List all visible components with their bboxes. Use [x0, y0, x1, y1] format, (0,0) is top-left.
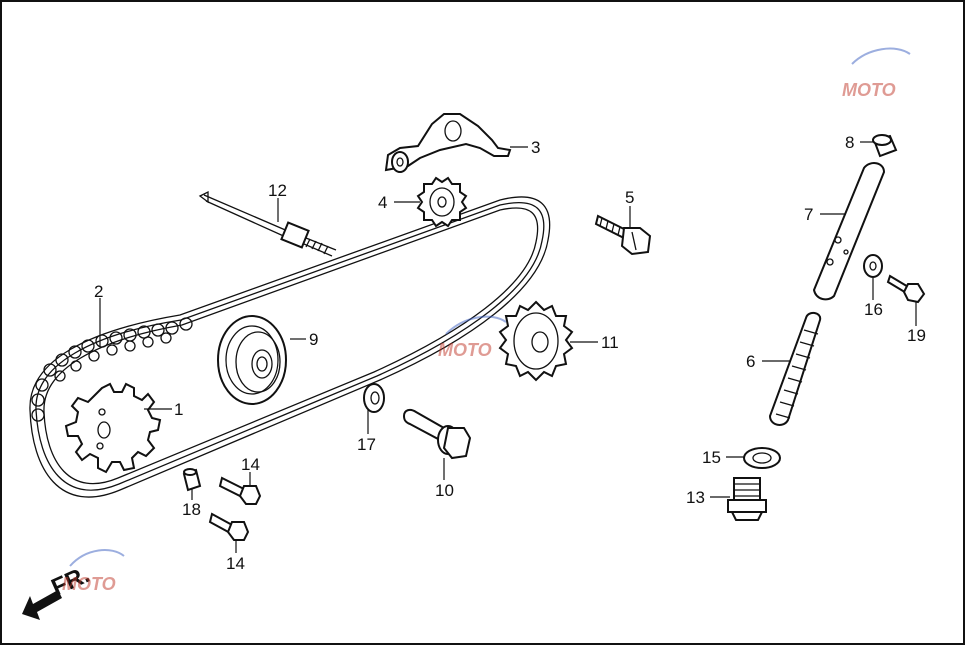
watermark-text: MOTO	[842, 80, 896, 100]
callout-labels: 1 2 3 4 5 6 7 8 9 10 11 12 13 14 14 15 1…	[94, 133, 926, 573]
callout-13: 13	[686, 488, 705, 507]
flange-bolt	[402, 408, 472, 460]
callout-16: 16	[864, 300, 883, 319]
front-arrow-icon	[22, 590, 62, 620]
washer-17	[363, 383, 385, 413]
callout-14-upper: 14	[241, 455, 260, 474]
tensioner-spring	[768, 312, 822, 426]
cam-sprocket	[498, 300, 574, 382]
callout-19: 19	[907, 326, 926, 345]
callout-11: 11	[601, 333, 619, 352]
watermark-center: MOTO	[438, 315, 507, 360]
chain-guide-plate	[384, 113, 512, 173]
watermark-text: MOTO	[438, 340, 492, 360]
tensioner-roller	[217, 315, 287, 405]
callout-1: 1	[174, 400, 183, 419]
small-sprocket	[416, 176, 468, 228]
callout-12: 12	[268, 181, 287, 200]
bolt-19	[886, 274, 926, 304]
plug-bolt	[727, 477, 767, 521]
callout-17: 17	[357, 435, 376, 454]
washer-15	[743, 447, 781, 469]
dowel-pin	[182, 468, 202, 492]
cam-chain	[29, 196, 551, 498]
callout-4: 4	[378, 193, 387, 212]
callout-8: 8	[845, 133, 854, 152]
chain-links	[31, 317, 193, 422]
callout-7: 7	[804, 205, 813, 224]
washer-16	[863, 254, 883, 278]
bolt-14-upper	[218, 476, 262, 505]
callout-3: 3	[531, 138, 540, 157]
bolt-14-lower	[208, 512, 250, 541]
callout-6: 6	[746, 352, 755, 371]
callout-9: 9	[309, 330, 318, 349]
watermark-text: MOTO	[62, 574, 116, 594]
watermark-top-right: MOTO	[842, 47, 911, 100]
callout-18: 18	[182, 500, 201, 519]
pivot-bolt	[198, 190, 337, 257]
callout-2: 2	[94, 282, 103, 301]
cap-8	[872, 134, 898, 158]
bolt-5	[594, 214, 652, 256]
callout-5: 5	[625, 188, 634, 207]
watermark-bottom-left: MOTO	[62, 549, 125, 594]
crank-sprocket	[64, 382, 162, 474]
callout-15: 15	[702, 448, 721, 467]
tensioner-body	[812, 162, 886, 301]
leader-lines	[99, 141, 917, 553]
callout-14-lower: 14	[226, 554, 245, 573]
callout-10: 10	[435, 481, 454, 500]
